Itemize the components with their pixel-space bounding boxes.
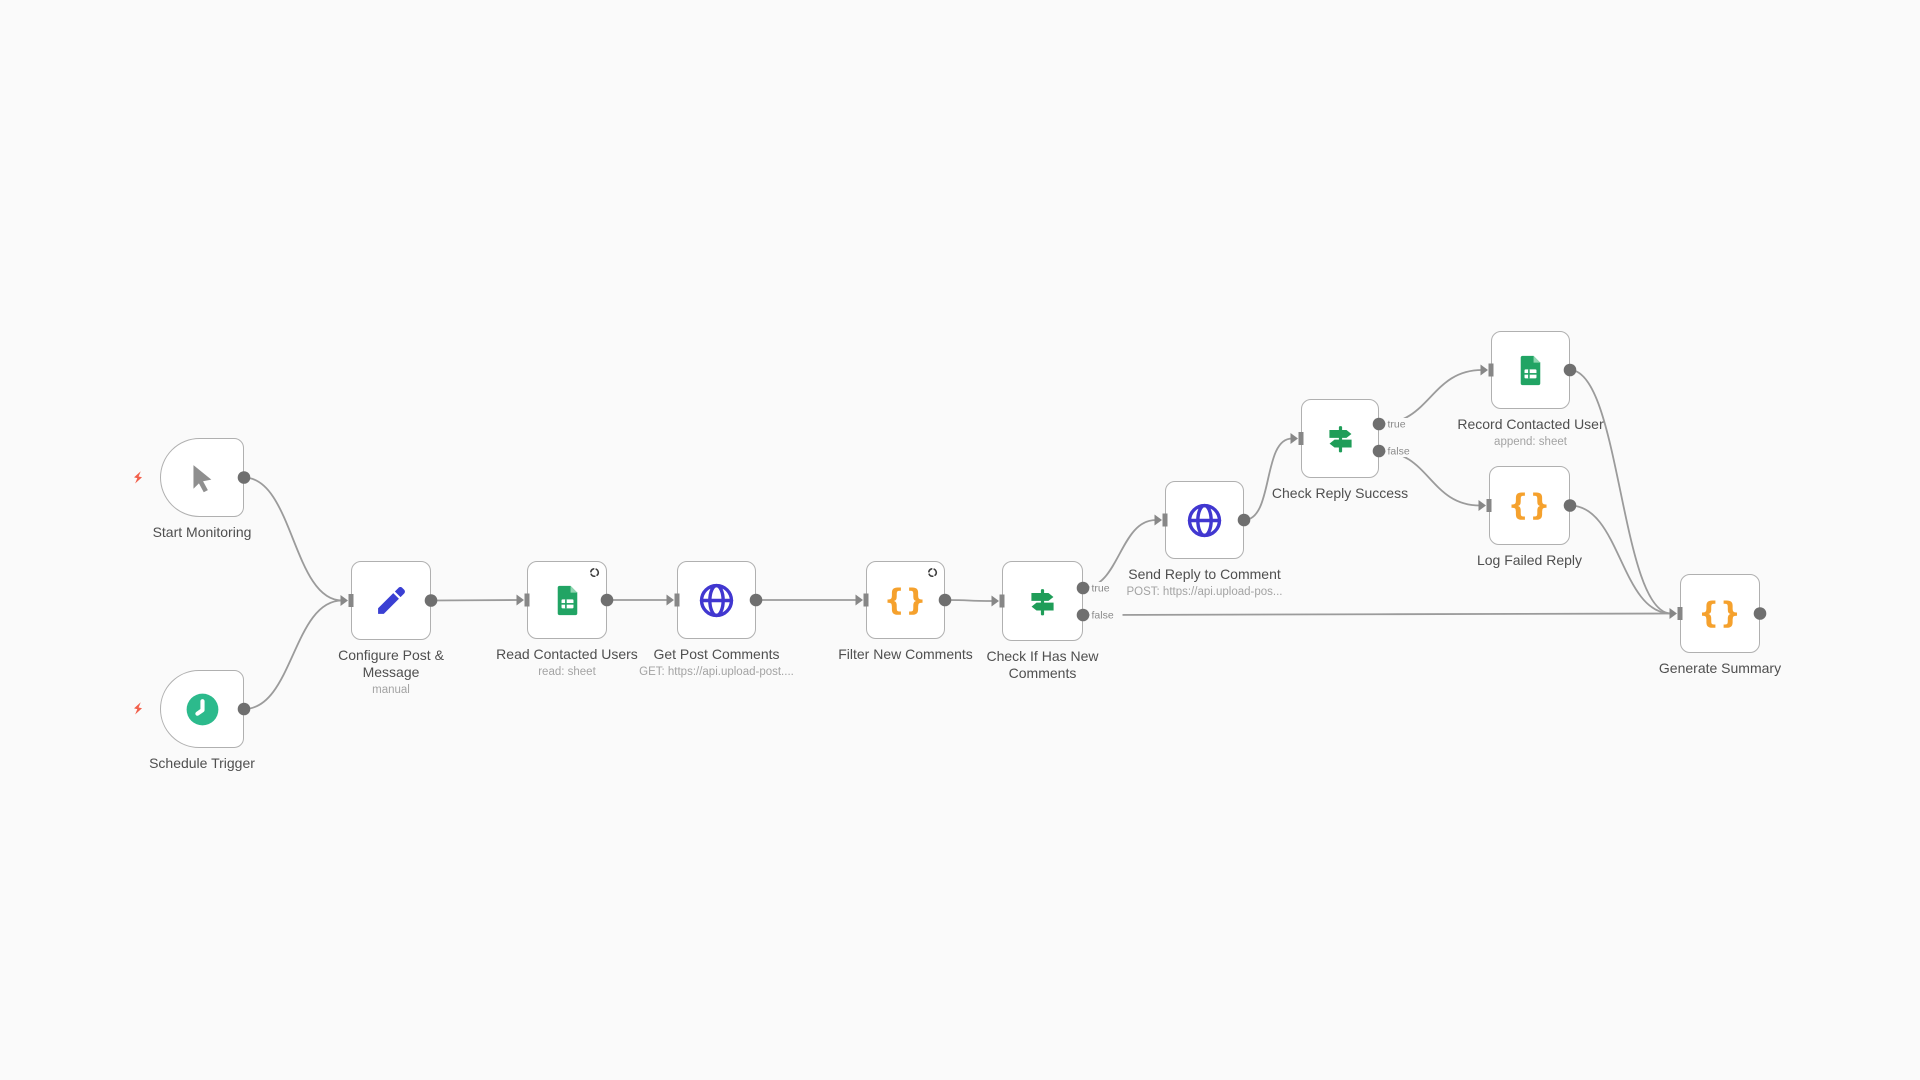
node-get-post-comments[interactable] — [677, 561, 756, 639]
input-arrow-log-failed-reply — [1478, 500, 1486, 511]
input-port-record-contacted-user[interactable] — [1488, 363, 1494, 377]
input-port-filter-new-comments[interactable] — [863, 593, 869, 607]
input-port-read-contacted-users[interactable] — [524, 593, 530, 607]
output-port-check-if-has-new-comments-false[interactable] — [1076, 608, 1090, 622]
port-label-false: false — [1388, 446, 1410, 458]
globe-icon — [1187, 503, 1222, 537]
edge-configure-post-message-main-read-contacted-users[interactable] — [430, 599, 519, 602]
port-label-bg — [1089, 582, 1118, 594]
input-arrow-check-if-has-new-comments — [991, 595, 999, 607]
globe-icon — [699, 583, 734, 617]
input-port-log-failed-reply[interactable] — [1486, 499, 1492, 512]
port-label-bg — [1385, 445, 1419, 457]
output-port-filter-new-comments-main[interactable] — [938, 593, 952, 607]
edge-record-contacted-user-main-generate-summary[interactable] — [1569, 369, 1672, 615]
output-port-read-contacted-users-main[interactable] — [600, 593, 614, 607]
node-log-failed-reply[interactable]: {} — [1489, 466, 1570, 545]
edge-schedule-trigger-main-configure-post-message[interactable] — [243, 599, 343, 710]
output-port-log-failed-reply-main[interactable] — [1563, 499, 1577, 512]
refresh-badge — [927, 567, 938, 578]
output-port-generate-summary-main[interactable] — [1753, 607, 1767, 620]
output-port-check-reply-success-false[interactable] — [1372, 444, 1386, 458]
output-port-configure-post-message-main[interactable] — [424, 594, 438, 607]
braces-icon: {} — [883, 582, 928, 617]
refresh-badge — [589, 567, 600, 578]
output-port-send-reply-to-comment-main[interactable] — [1237, 513, 1251, 527]
input-arrow-check-reply-success — [1290, 433, 1298, 444]
port-label-bg — [1385, 418, 1414, 430]
edge-start-monitoring-main-configure-post-message[interactable] — [243, 476, 343, 602]
signpost-icon — [1328, 426, 1352, 453]
input-port-send-reply-to-comment[interactable] — [1162, 513, 1168, 527]
port-label-bg — [1089, 609, 1123, 621]
braces-icon: {} — [1698, 596, 1742, 630]
input-arrow-configure-post-message — [340, 595, 348, 606]
refresh-icon — [589, 567, 600, 578]
input-arrow-generate-summary — [1669, 608, 1677, 619]
port-label-true: true — [1388, 419, 1406, 431]
edge-log-failed-reply-main-generate-summary[interactable] — [1569, 504, 1672, 615]
node-check-if-has-new-comments[interactable] — [1002, 561, 1083, 641]
output-port-start-monitoring-main[interactable] — [237, 471, 251, 484]
node-start-monitoring[interactable] — [160, 438, 244, 517]
input-port-get-post-comments[interactable] — [674, 593, 680, 607]
input-arrow-record-contacted-user — [1480, 364, 1488, 376]
edge-check-if-has-new-comments-false-generate-summary[interactable] — [1082, 612, 1672, 616]
refresh-icon — [927, 567, 938, 578]
braces-icon: {} — [1507, 488, 1552, 522]
input-port-generate-summary[interactable] — [1677, 607, 1683, 620]
node-check-reply-success[interactable] — [1301, 399, 1379, 478]
output-port-get-post-comments-main[interactable] — [749, 593, 763, 607]
input-arrow-get-post-comments — [666, 594, 674, 606]
signpost-icon — [1031, 588, 1054, 615]
input-arrow-send-reply-to-comment — [1154, 514, 1162, 526]
clock-icon — [186, 693, 218, 725]
edge-send-reply-to-comment-main-check-reply-success[interactable] — [1243, 437, 1293, 521]
output-port-check-reply-success-true[interactable] — [1372, 417, 1386, 431]
sheet-icon — [557, 585, 577, 615]
trigger-bolt — [131, 470, 146, 485]
sheet-icon — [1520, 355, 1541, 385]
node-schedule-trigger[interactable] — [160, 670, 244, 748]
input-port-configure-post-message[interactable] — [348, 594, 354, 607]
input-port-check-if-has-new-comments[interactable] — [999, 594, 1005, 608]
output-port-record-contacted-user-main[interactable] — [1563, 363, 1577, 377]
node-configure-post-message[interactable] — [351, 561, 431, 640]
input-port-check-reply-success[interactable] — [1298, 432, 1304, 445]
cursor-icon — [193, 464, 212, 492]
port-label-false: false — [1092, 610, 1114, 622]
pencil-icon — [377, 587, 405, 614]
lightning-bolt-icon — [134, 470, 143, 483]
input-arrow-read-contacted-users — [516, 594, 524, 606]
port-label-true: true — [1092, 583, 1110, 595]
output-port-schedule-trigger-main[interactable] — [237, 702, 251, 716]
input-arrow-filter-new-comments — [855, 594, 863, 606]
node-filter-new-comments[interactable]: {} — [866, 561, 945, 639]
output-port-check-if-has-new-comments-true[interactable] — [1076, 581, 1090, 595]
trigger-bolt — [131, 701, 146, 716]
edge-filter-new-comments-main-check-if-has-new-comments[interactable] — [944, 599, 994, 602]
lightning-bolt-icon — [134, 702, 143, 715]
